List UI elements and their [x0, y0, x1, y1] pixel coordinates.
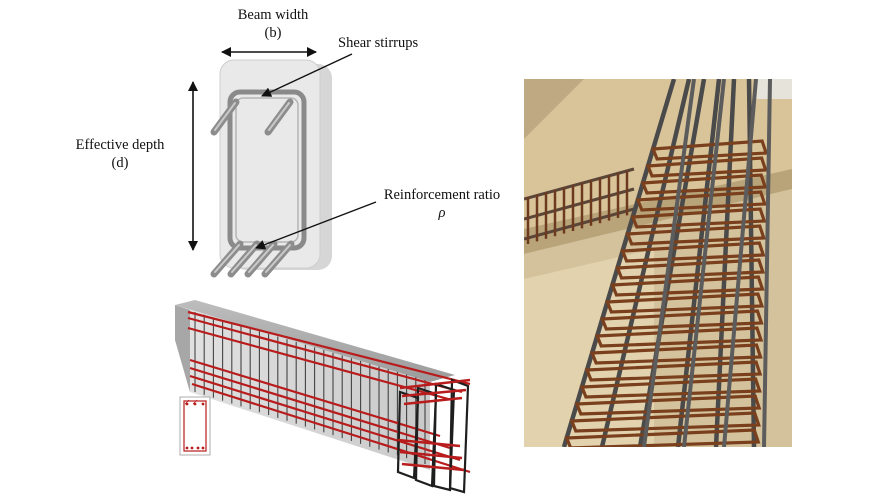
beam-width-symbol: (b) [264, 25, 282, 41]
photo-hoop [584, 360, 763, 382]
photo-hoop [650, 139, 769, 161]
shear-stirrups-pointer [261, 53, 353, 97]
photo-hoop [630, 207, 767, 229]
photo-hoop [615, 258, 766, 280]
shear-stirrups-label: Shear stirrups [338, 35, 419, 51]
photo-hoop [569, 411, 761, 433]
photo-hoop [589, 343, 763, 365]
photo-vertical-bar [642, 79, 696, 447]
beam-width-text: Beam width [237, 7, 309, 23]
photo-hoop [574, 394, 762, 416]
photo-hoop [605, 292, 765, 314]
photo-hoop [610, 275, 765, 297]
photo-hoop [635, 190, 767, 212]
beam-3d-view [175, 300, 471, 494]
effective-depth-symbol: (d) [111, 155, 129, 171]
effective-depth-text: Effective depth [75, 137, 165, 153]
beam-width-label: Beam width (b) [228, 6, 318, 42]
effective-depth-label: Effective depth (d) [64, 136, 176, 172]
beam-cross-section [210, 59, 332, 278]
photo-hoop [640, 173, 768, 195]
reinforcement-ratio-label: Reinforcement ratio ρ [372, 186, 512, 222]
photo-hoop [645, 156, 768, 178]
rebar-cage-photo [524, 79, 792, 447]
photo-hoop [599, 309, 764, 331]
beam-diagram [175, 47, 471, 494]
reinforcement-ratio-symbol: ρ [438, 205, 446, 221]
reinforcement-ratio-text: Reinforcement ratio [383, 187, 501, 203]
photo-hoop [625, 224, 766, 246]
reinforcement-ratio-pointer [255, 201, 377, 250]
photo-vertical-bar [682, 79, 726, 447]
photo-hoop [564, 428, 761, 447]
photo-hoop [620, 241, 766, 263]
photo-vertical-bar [762, 79, 772, 447]
photo-hoop [594, 326, 764, 348]
photo-hoop [579, 377, 762, 399]
section-inset-icon [179, 396, 211, 456]
photo-vertical-bar [722, 79, 758, 447]
